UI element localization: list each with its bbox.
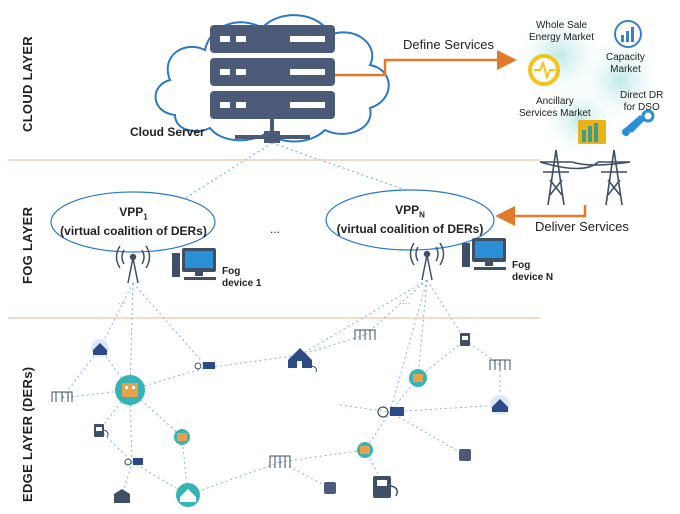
edge-node-house bbox=[288, 348, 317, 373]
deliver-services-arrow bbox=[495, 205, 587, 226]
fog-layer-label: FOG LAYER bbox=[20, 206, 35, 284]
cloud-layer-label: CLOUD LAYER bbox=[20, 36, 35, 132]
edge-node-building bbox=[174, 429, 190, 445]
tower-n-ellipsis: ... bbox=[402, 296, 411, 307]
edge-node-powerline bbox=[489, 359, 511, 370]
define-services-label: Define Services bbox=[403, 37, 495, 52]
edge-node-powerline bbox=[354, 329, 376, 340]
vppn-ellipse bbox=[325, 189, 495, 251]
edge-layer-label: EDGE LAYER (DERs) bbox=[20, 366, 35, 502]
edge-node-powerline bbox=[51, 391, 73, 402]
desktop-computer-icon bbox=[172, 248, 216, 280]
cloud-server-label: Cloud Server bbox=[130, 125, 205, 139]
link-cloud-vppn bbox=[271, 142, 421, 196]
vppn-label: VPPN (virtual coalition of DERs) bbox=[336, 203, 484, 237]
deliver-services-label: Deliver Services bbox=[535, 219, 629, 234]
edge-node-powerline bbox=[269, 455, 291, 468]
edge-node-house bbox=[176, 483, 200, 507]
edge-node-solar bbox=[124, 458, 143, 466]
edge-node-ev-charger bbox=[94, 424, 109, 438]
antenna-tower-icon bbox=[115, 245, 151, 284]
desktop-computer-icon bbox=[462, 238, 506, 270]
vpp-ellipsis: ... bbox=[270, 222, 281, 236]
tower-1-ellipsis: ... bbox=[118, 296, 127, 307]
vpp1-label: VPP1 (virtual coalition of DERs) bbox=[60, 205, 207, 239]
market-cluster bbox=[512, 7, 665, 160]
antenna-tower-icon bbox=[409, 242, 445, 281]
capacity-chart-icon bbox=[614, 20, 642, 48]
edge-node-building bbox=[115, 375, 145, 405]
gauge-icon bbox=[528, 54, 560, 86]
wrench-icon bbox=[622, 109, 655, 136]
edge-node-building bbox=[357, 442, 373, 458]
edge-node-cylinder bbox=[459, 449, 471, 461]
define-services-arrow bbox=[335, 50, 517, 77]
cloud-server-icon bbox=[210, 25, 335, 143]
edge-node-factory bbox=[114, 489, 130, 503]
edge-node-solar bbox=[194, 362, 215, 370]
vpp1-ellipse bbox=[50, 191, 216, 253]
edge-node-ev-charger bbox=[373, 476, 398, 498]
edge-node-cylinder bbox=[324, 482, 336, 494]
edge-node-house bbox=[490, 395, 510, 415]
edge-node-solar bbox=[377, 406, 404, 418]
edge-node-ev-charger bbox=[460, 333, 470, 346]
bar-chart-icon bbox=[578, 120, 606, 144]
edge-node-building bbox=[409, 369, 427, 387]
edge-node-house bbox=[91, 339, 109, 357]
transmission-tower-icon bbox=[539, 149, 631, 206]
